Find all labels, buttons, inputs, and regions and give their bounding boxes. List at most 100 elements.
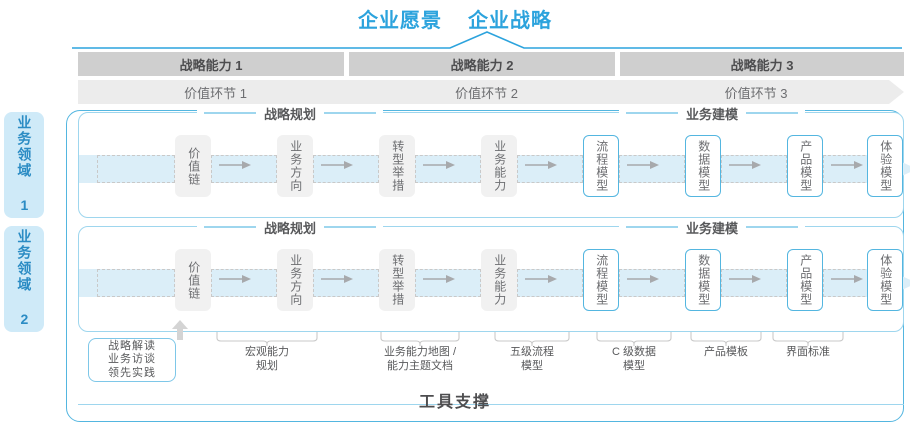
tool-support-title: 工具支撑 [418,394,491,411]
node-product-model[interactable]: 产品模型 [787,249,823,311]
node-label: 数据模型 [696,254,711,306]
capability-label-1: 战略能力 1 [179,57,243,73]
node-label: 数据模型 [696,140,711,192]
value-chain-bar: 价值环节 1 价值环节 2 价值环节 3 [78,80,904,104]
bracket-label-line1: 界面标准 [786,346,830,358]
arrow-icon [729,161,761,169]
arrow-icon [321,275,353,283]
side-tab-label-1: 业务领域 1 [16,115,33,215]
bracket-label-c-level-data: C 级数据 模型 [589,346,679,374]
node-transformation-measures[interactable]: 转型举措 [379,249,415,311]
bracket-label-product-template: 产品模板 [683,346,769,360]
node-data-model[interactable]: 数据模型 [685,249,721,311]
node-label: 体验模型 [878,254,893,306]
bracket-label-line2: 规划 [256,359,278,372]
section-title-planning-text-2: 战略规划 [264,220,317,236]
dashed-segment [313,155,379,183]
node-label: 流程模型 [594,140,609,192]
section-title-planning-1: 战略规划 [197,104,384,122]
node-transformation-measures[interactable]: 转型举措 [379,135,415,197]
dashed-segment [415,155,481,183]
section-title-modeling-1: 业务建模 [619,104,806,122]
node-business-capability[interactable]: 业务能力 [481,249,517,311]
enterprise-vision-title: 企业愿景 [358,9,442,32]
dashed-segment [211,269,277,297]
strategy-interpretation-note-box[interactable]: 战略解读 业务访谈 领先实践 [88,338,176,382]
node-value-chain[interactable]: 价值链 [175,135,211,197]
tool-support-divider [78,404,904,406]
node-label: 转型举措 [390,140,405,192]
node-value-chain[interactable]: 价值链 [175,249,211,311]
dashed-segment [517,269,583,297]
node-label: 业务能力 [492,254,507,306]
top-titles: 企业愿景 企业战略 [0,4,910,32]
bracket-connector [494,332,570,346]
bracket-label-line1: 五级流程 [510,346,554,358]
node-label: 转型举措 [390,254,405,306]
capability-label-3: 战略能力 3 [730,57,794,73]
node-business-direction[interactable]: 业务方向 [277,135,313,197]
section-title-planning-2: 战略规划 [197,218,384,236]
dashed-segment [517,155,583,183]
bracket-connector [380,332,460,346]
node-business-direction[interactable]: 业务方向 [277,249,313,311]
arrow-icon [219,161,251,169]
value-chain-cell-1[interactable]: 价值环节 1 [78,80,365,104]
dashed-segment [211,155,277,183]
side-tab-business-domain-2[interactable]: 业务领域 2 [4,226,44,332]
dashed-segment [415,269,481,297]
node-data-model[interactable]: 数据模型 [685,135,721,197]
value-chain-cell-3[interactable]: 价值环节 3 [620,80,904,104]
arrow-icon [729,275,761,283]
node-experience-model[interactable]: 体验模型 [867,135,903,197]
value-chain-cell-2[interactable]: 价值环节 2 [349,80,636,104]
value-chain-label-1: 价值环节 1 [184,85,247,101]
arrow-icon [321,161,353,169]
value-chain-label-2: 价值环节 2 [455,85,518,101]
bracket-label-line2: 能力主题文档 [387,359,453,372]
value-chain-label-3: 价值环节 3 [724,85,788,101]
node-process-model[interactable]: 流程模型 [583,135,619,197]
bracket-connector [772,332,844,346]
dashed-segment [619,269,685,297]
dashed-segment [313,269,379,297]
node-product-model[interactable]: 产品模型 [787,135,823,197]
side-tab-business-domain-1[interactable]: 业务领域 1 [4,112,44,218]
arrow-icon [831,161,863,169]
enterprise-strategy-title: 企业战略 [468,9,552,32]
arrow-icon [423,275,455,283]
note-line-3: 领先实践 [108,366,156,379]
tent-connector-line [72,31,902,49]
node-label: 产品模型 [798,254,813,306]
capability-cell-2[interactable]: 战略能力 2 [349,52,615,76]
rule-right-icon [324,112,377,114]
node-process-model[interactable]: 流程模型 [583,249,619,311]
dashed-segment [97,155,175,183]
rule-left-icon [204,112,256,114]
node-business-capability[interactable]: 业务能力 [481,135,517,197]
bracket-label-line2: 模型 [623,359,645,372]
section-title-modeling-text-2: 业务建模 [686,220,739,236]
rule-right-icon [746,112,799,114]
bracket-connector [596,332,672,346]
section-title-modeling-text-1: 业务建模 [686,106,739,122]
node-label: 产品模型 [798,140,813,192]
bracket-label-macro-capability: 宏观能力 规划 [217,346,317,374]
bracket-label-line1: 产品模板 [704,346,748,358]
dashed-segment [619,155,685,183]
dashed-segment [721,269,787,297]
note-line-1: 战略解读 [108,339,156,352]
arrow-icon [423,161,455,169]
arrow-icon [627,275,659,283]
bracket-label-line1: 宏观能力 [245,346,289,358]
arrow-icon [219,275,251,283]
arrow-icon [525,161,557,169]
rule-right-icon [746,226,799,228]
node-label: 流程模型 [594,254,609,306]
arrow-icon [831,275,863,283]
dashed-segment [97,269,175,297]
capability-cell-3[interactable]: 战略能力 3 [620,52,904,76]
node-experience-model[interactable]: 体验模型 [867,249,903,311]
capability-cell-1[interactable]: 战略能力 1 [78,52,344,76]
arrow-icon [525,275,557,283]
